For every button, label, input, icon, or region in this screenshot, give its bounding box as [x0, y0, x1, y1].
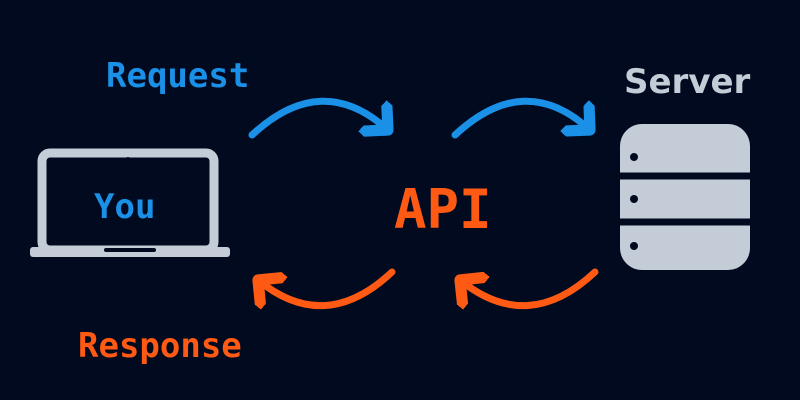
- request-arrow-left: [248, 97, 388, 139]
- response-arrow-right: [460, 268, 599, 306]
- server-label: Server: [624, 62, 751, 102]
- api-label: API: [394, 178, 492, 241]
- response-label: Response: [78, 326, 242, 366]
- laptop-icon: [30, 148, 230, 257]
- client-label: You: [94, 187, 156, 227]
- request-label: Request: [106, 56, 250, 96]
- response-arrow-left: [258, 268, 396, 306]
- request-arrow-right: [451, 97, 590, 139]
- database-server-icon: [620, 124, 750, 270]
